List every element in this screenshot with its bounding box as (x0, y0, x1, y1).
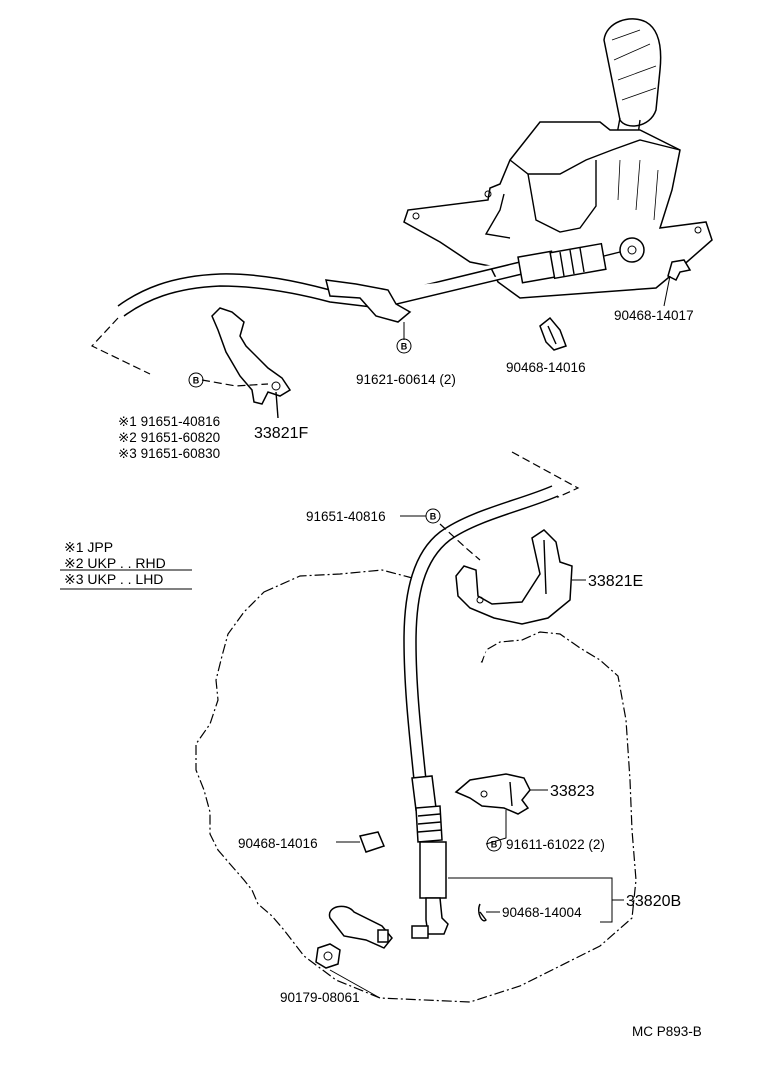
leader-33820B-a (448, 877, 624, 901)
legend: ※1 JPP ※2 UKP . . RHD ※3 UKP . . LHD (60, 539, 192, 590)
svg-text:B: B (401, 342, 408, 352)
label-90468-14017: 90468-14017 (614, 308, 694, 323)
label-33820B: 33820B (626, 893, 681, 910)
bolt-symbol-top-1: B (396, 338, 412, 354)
label-90468-14004: 90468-14004 (502, 905, 582, 920)
label-90468-14016-top: 90468-14016 (506, 360, 586, 375)
legend-row-3: ※3 UKP . . LHD (64, 571, 163, 587)
bracket-33821E[interactable] (455, 529, 573, 625)
label-variant-2: ※2 91651-60820 (118, 430, 220, 445)
bolt-symbol-bottom-2: B (486, 836, 502, 852)
clip-90468-14016-top[interactable] (539, 316, 567, 351)
bolt-symbol-bottom-1: B (425, 508, 441, 524)
label-33823: 33823 (550, 783, 595, 800)
top-dash-left (91, 317, 151, 375)
label-variant-3: ※3 91651-60830 (118, 446, 220, 461)
label-33821F: 33821F (254, 425, 308, 442)
diagram-code: MC P893-B (632, 1024, 702, 1039)
legend-row-1: ※1 JPP (64, 539, 113, 555)
leader-61022 (485, 810, 507, 845)
label-91651-40816: 91651-40816 (306, 509, 386, 524)
nut-90179-08061[interactable] (315, 943, 341, 969)
svg-text:B: B (193, 376, 200, 386)
leader-08061 (329, 969, 381, 999)
label-variant-1: ※1 91651-40816 (118, 414, 220, 429)
label-91611-61022: 91611-61022 (2) (506, 837, 605, 852)
bottom-shift-cable[interactable] (403, 485, 559, 939)
shift-lever[interactable] (328, 905, 393, 949)
svg-text:B: B (430, 512, 437, 522)
legend-row-2: ※2 UKP . . RHD (64, 555, 166, 571)
label-91621-60614: 91621-60614 (2) (356, 372, 456, 387)
bracket-33823[interactable] (454, 773, 531, 815)
pin-90468-14004[interactable] (477, 903, 487, 922)
svg-text:B: B (491, 840, 498, 850)
label-90179-08061: 90179-08061 (280, 990, 360, 1005)
leader-33820B-b (600, 900, 613, 923)
clip-90468-14017[interactable] (667, 259, 692, 282)
leader-14017 (663, 275, 671, 307)
top-shift-cable[interactable] (117, 237, 645, 323)
bracket-33821F[interactable] (211, 307, 292, 419)
label-33821E: 33821E (588, 573, 643, 590)
leader-bolt-F (201, 379, 269, 387)
clip-90468-14016-bottom[interactable] (358, 831, 386, 853)
bottom-dash-top (511, 451, 580, 499)
bolt-symbol-top-2: B (188, 372, 204, 388)
label-90468-14016-bottom: 90468-14016 (238, 836, 318, 851)
